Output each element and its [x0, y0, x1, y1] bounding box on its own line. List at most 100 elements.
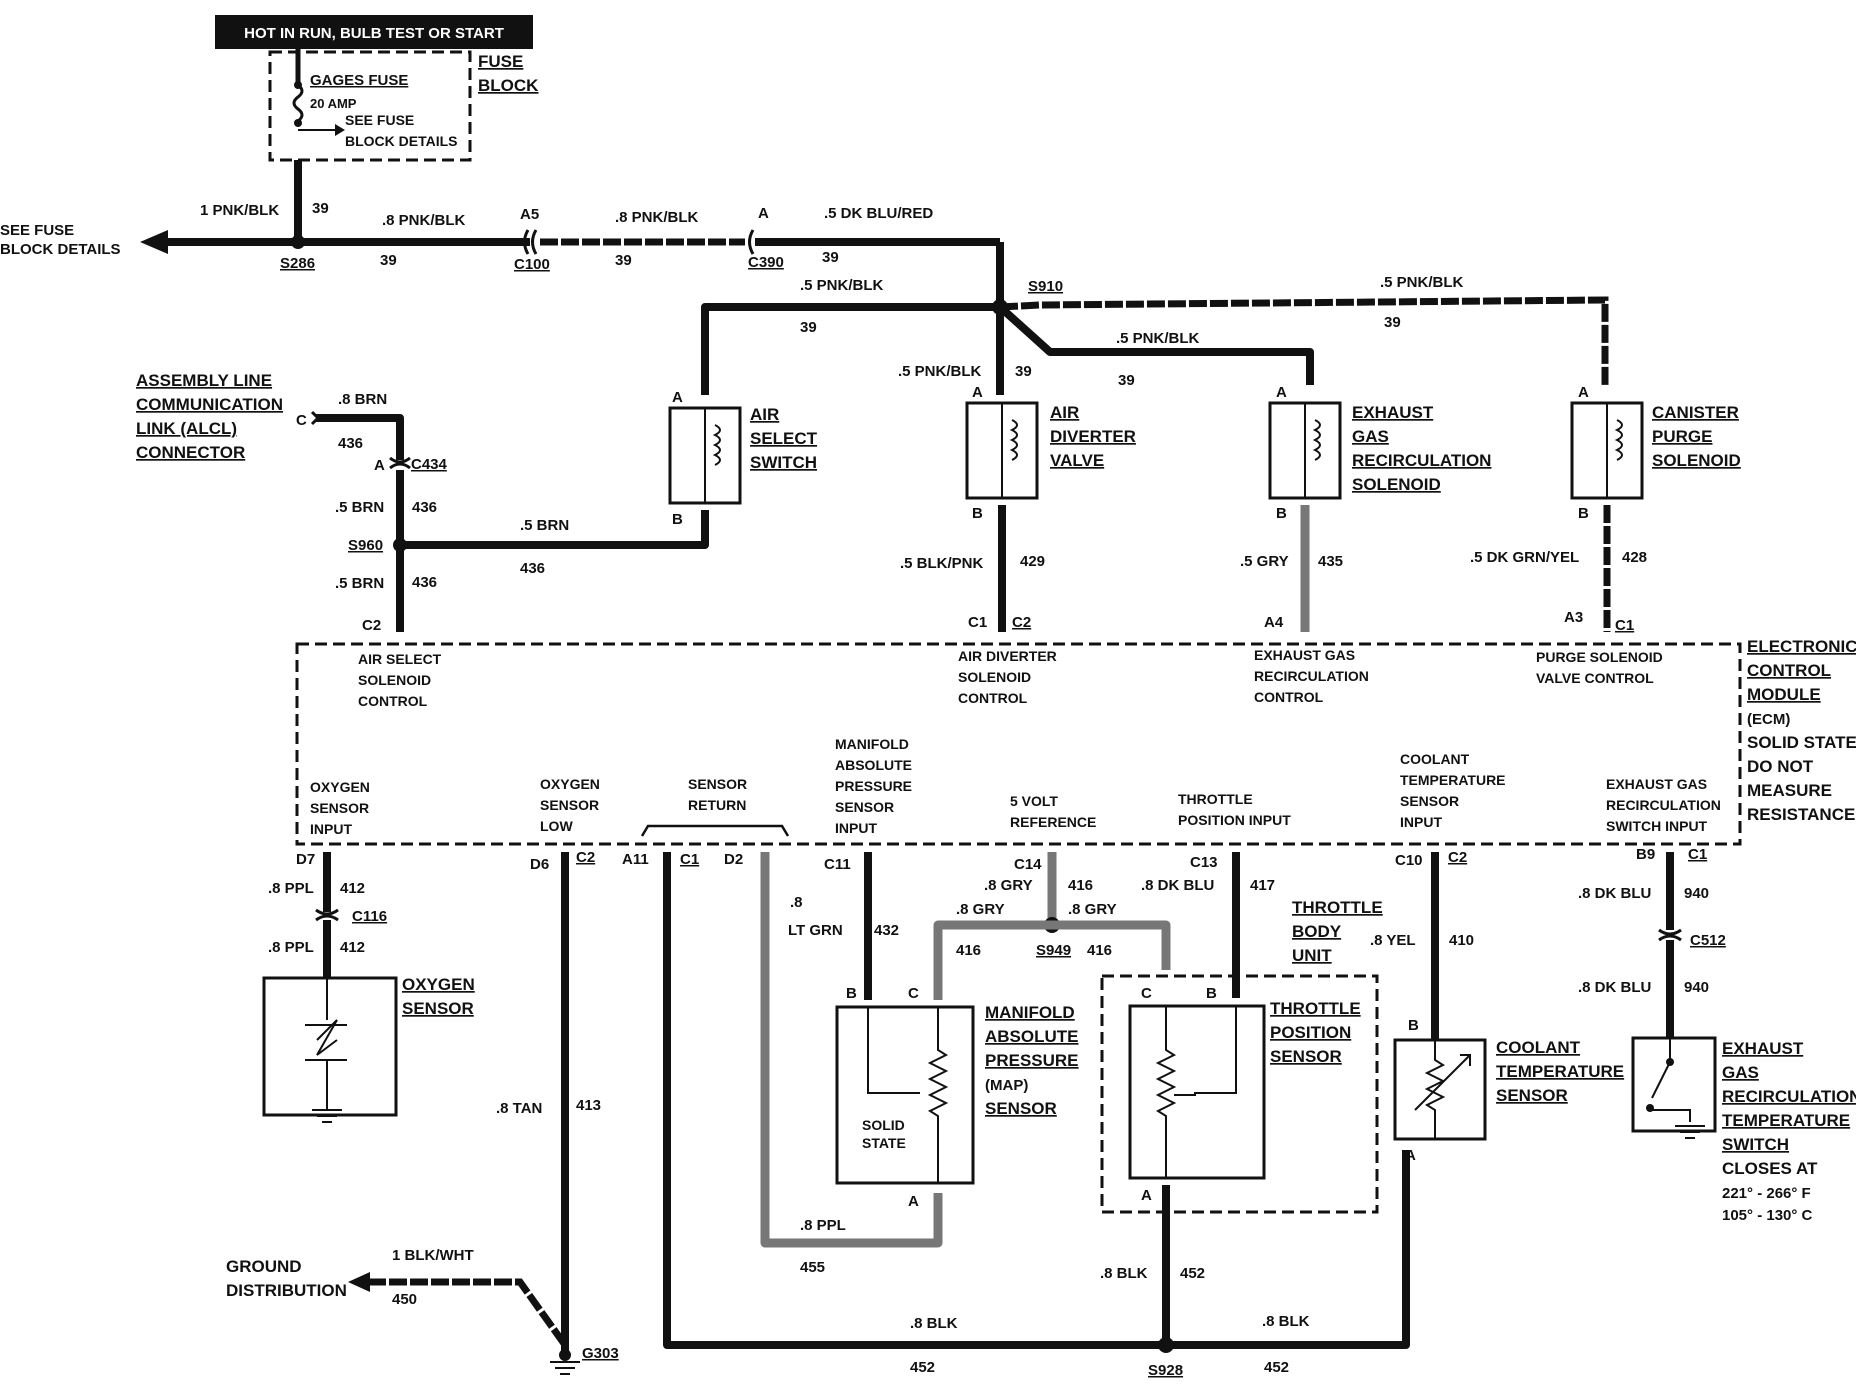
egr-temp-l8: 105° - 130° C [1722, 1207, 1813, 1224]
see-fuse-1: SEE FUSE [0, 222, 74, 239]
ecm-tps-1: THROTTLE [1178, 791, 1253, 807]
egr-temp-l4: TEMPERATURE [1722, 1111, 1850, 1130]
egr-temp-l3: RECIRCULATION [1722, 1087, 1856, 1106]
map-inner-2: STATE [862, 1135, 906, 1151]
egr-temp-l1: EXHAUST [1722, 1039, 1804, 1058]
ecm-pin-d7: D7 [296, 851, 315, 868]
label-tan: .8 TAN [496, 1100, 542, 1117]
map-sensor-icon [867, 1007, 949, 1183]
circuit-417: 417 [1250, 877, 1275, 894]
ecm-pin-a4: A4 [1264, 614, 1284, 631]
ecm-cts-3: SENSOR [1400, 793, 1459, 809]
ecm-map-3: PRESSURE [835, 778, 912, 794]
tps-l2: POSITION [1270, 1023, 1351, 1042]
circuit-39-b: 39 [380, 252, 397, 269]
ecm-pin-c1-c: C1 [680, 851, 699, 868]
ecm-air-div-3: CONTROL [958, 690, 1028, 706]
fuse-detail-arrow-icon [335, 124, 345, 136]
connector-c116-icon [315, 908, 339, 916]
egr-sol-pin-b: B [1276, 505, 1287, 522]
ecm-title-2: CONTROL [1747, 661, 1831, 680]
label-blk-a: .8 BLK [910, 1315, 958, 1332]
map-sensor-box [835, 1005, 975, 1185]
circuit-428: 428 [1622, 549, 1647, 566]
ground-icon-g303 [550, 1361, 580, 1375]
ecm-pin-a3: A3 [1564, 609, 1583, 626]
ecm-cts-4: INPUT [1400, 814, 1442, 830]
wire-450 [368, 1278, 568, 1348]
wire-416-map [933, 920, 1052, 1000]
ecm-tps-2: POSITION INPUT [1178, 812, 1291, 828]
ecm-pin-c1-b: C1 [1615, 617, 1634, 634]
ecm-air-div-2: SOLENOID [958, 669, 1031, 685]
egr-temp-l2: GAS [1722, 1063, 1759, 1082]
fuse-icon [292, 83, 304, 123]
tbu-l3: UNIT [1292, 946, 1332, 965]
map-l4: (MAP) [985, 1077, 1028, 1094]
coolant-pin-a: A [1405, 1147, 1416, 1164]
circuit-452-b: 452 [1264, 1359, 1289, 1376]
fuse-rating: 20 AMP [310, 96, 357, 111]
ecm-egrsw-1: EXHAUST GAS [1606, 776, 1707, 792]
wire-452-return [663, 852, 1410, 1349]
ecm-title-6: DO NOT [1747, 757, 1814, 776]
map-inner-1: SOLID [862, 1117, 905, 1133]
label-blkpnk: .5 BLK/PNK [900, 555, 984, 572]
map-pin-c: C [908, 985, 919, 1002]
label-brn5-b: .5 BRN [520, 517, 569, 534]
circuit-412-b: 412 [340, 939, 365, 956]
map-l2: ABSOLUTE [985, 1027, 1079, 1046]
label-blkwht: 1 BLK/WHT [392, 1247, 474, 1264]
ecm-egr-3: CONTROL [1254, 689, 1324, 705]
ecm-pin-c2-d: C2 [1448, 849, 1467, 866]
label-dkblured: .5 DK BLU/RED [824, 205, 933, 222]
ground-icon-egr [1675, 1125, 1705, 1139]
circuit-39-f: 39 [1384, 314, 1401, 331]
connector-c390-icon [748, 229, 755, 255]
canister-l3: SOLENOID [1652, 451, 1741, 470]
fuse-block-label-2: BLOCK [478, 76, 539, 95]
ground-dist-arrow-icon [348, 1272, 370, 1292]
splice-s928-label: S928 [1148, 1362, 1183, 1379]
connector-c434-icon [389, 456, 411, 464]
tps-pin-c: C [1141, 985, 1152, 1002]
circuit-940-a: 940 [1684, 885, 1709, 902]
wire-39-egr [997, 304, 1314, 385]
coolant-sensor-icon [1414, 1040, 1471, 1139]
egr-temp-switch-box [1631, 1036, 1717, 1133]
splice-s949-label: S949 [1036, 942, 1071, 959]
label-dkgrnyel: .5 DK GRN/YEL [1470, 549, 1579, 566]
circuit-416-a: 416 [1068, 877, 1093, 894]
label-dkblu-a: .8 DK BLU [1141, 877, 1214, 894]
air-select-coil-icon [712, 424, 721, 466]
coolant-pin-b: B [1408, 1017, 1419, 1034]
air-select-l3: SWITCH [750, 453, 817, 472]
ecm-pin-c2-a: C2 [362, 617, 381, 634]
tps-pin-b: B [1206, 985, 1217, 1002]
label-ltgrn-1: .8 [790, 894, 803, 911]
map-l1: MANIFOLD [985, 1003, 1075, 1022]
ground-dist-1: GROUND [226, 1257, 302, 1276]
map-pin-b: B [846, 985, 857, 1002]
tps-pin-a: A [1141, 1187, 1152, 1204]
label-ppl-a: .8 PPL [268, 880, 314, 897]
ecm-pin-c14: C14 [1014, 856, 1042, 873]
coolant-sensor-box [1393, 1038, 1487, 1141]
air-div-pin-b: B [972, 505, 983, 522]
label-gry-b: .8 GRY [956, 901, 1005, 918]
splice-s910-label: S910 [1028, 278, 1063, 295]
connector-c512: C512 [1690, 932, 1726, 949]
ecm-pin-d6: D6 [530, 856, 549, 873]
canister-pin-a: A [1578, 384, 1589, 401]
air-div-l1: AIR [1050, 403, 1079, 422]
circuit-432: 432 [874, 922, 899, 939]
label-dkblu-c: .8 DK BLU [1578, 979, 1651, 996]
fuse-dot-bottom [294, 119, 302, 127]
map-l3: PRESSURE [985, 1051, 1079, 1070]
wire-39-canister [999, 296, 1609, 385]
ecm-o2-in-1: OXYGEN [310, 779, 370, 795]
egr-sol-pin-a: A [1276, 384, 1287, 401]
ecm-pin-c1-d: C1 [1688, 846, 1707, 863]
label-dkblu-b: .8 DK BLU [1578, 885, 1651, 902]
